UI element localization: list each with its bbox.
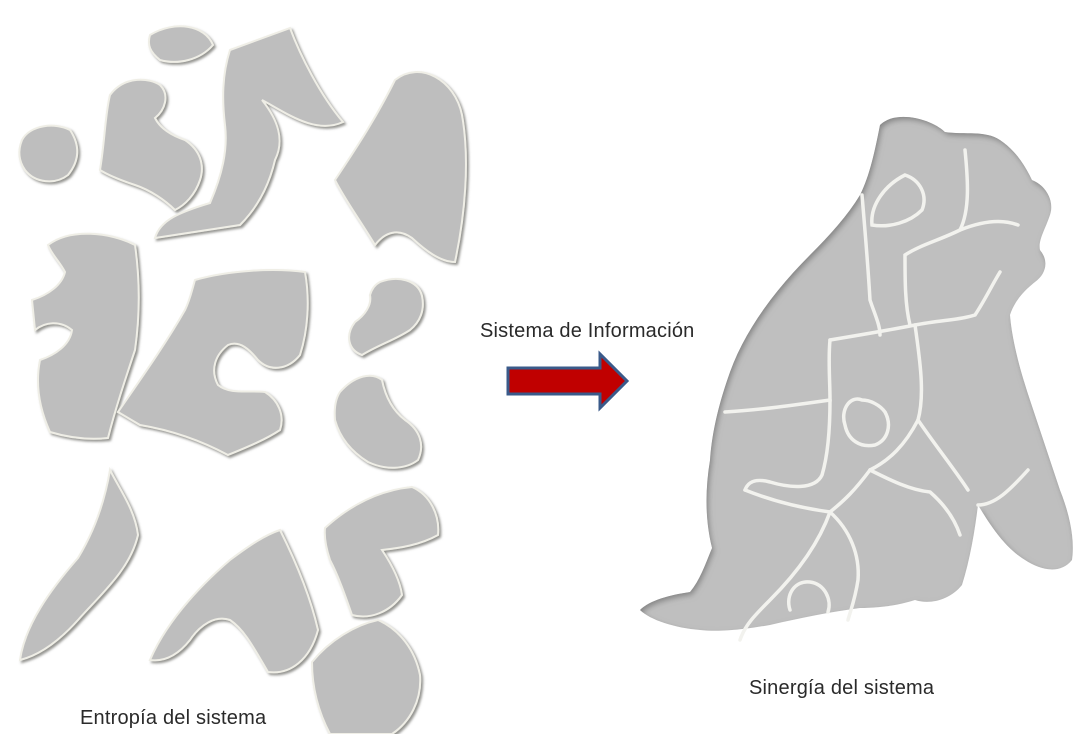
piece bbox=[118, 270, 308, 455]
piece bbox=[100, 80, 202, 210]
piece bbox=[19, 126, 77, 182]
right-arrow-icon bbox=[508, 354, 627, 408]
scattered-pieces bbox=[19, 26, 466, 734]
piece bbox=[20, 470, 138, 660]
system-label: Sistema de Información bbox=[480, 320, 695, 343]
piece bbox=[335, 72, 466, 262]
piece bbox=[349, 279, 423, 355]
piece bbox=[150, 530, 318, 672]
entropy-label: Entropía del sistema bbox=[80, 707, 266, 730]
piece bbox=[325, 487, 439, 616]
assembled-figure bbox=[640, 117, 1073, 640]
piece bbox=[335, 376, 421, 468]
piece bbox=[312, 620, 420, 734]
piece bbox=[149, 26, 213, 62]
synergy-label: Sinergía del sistema bbox=[749, 677, 934, 700]
